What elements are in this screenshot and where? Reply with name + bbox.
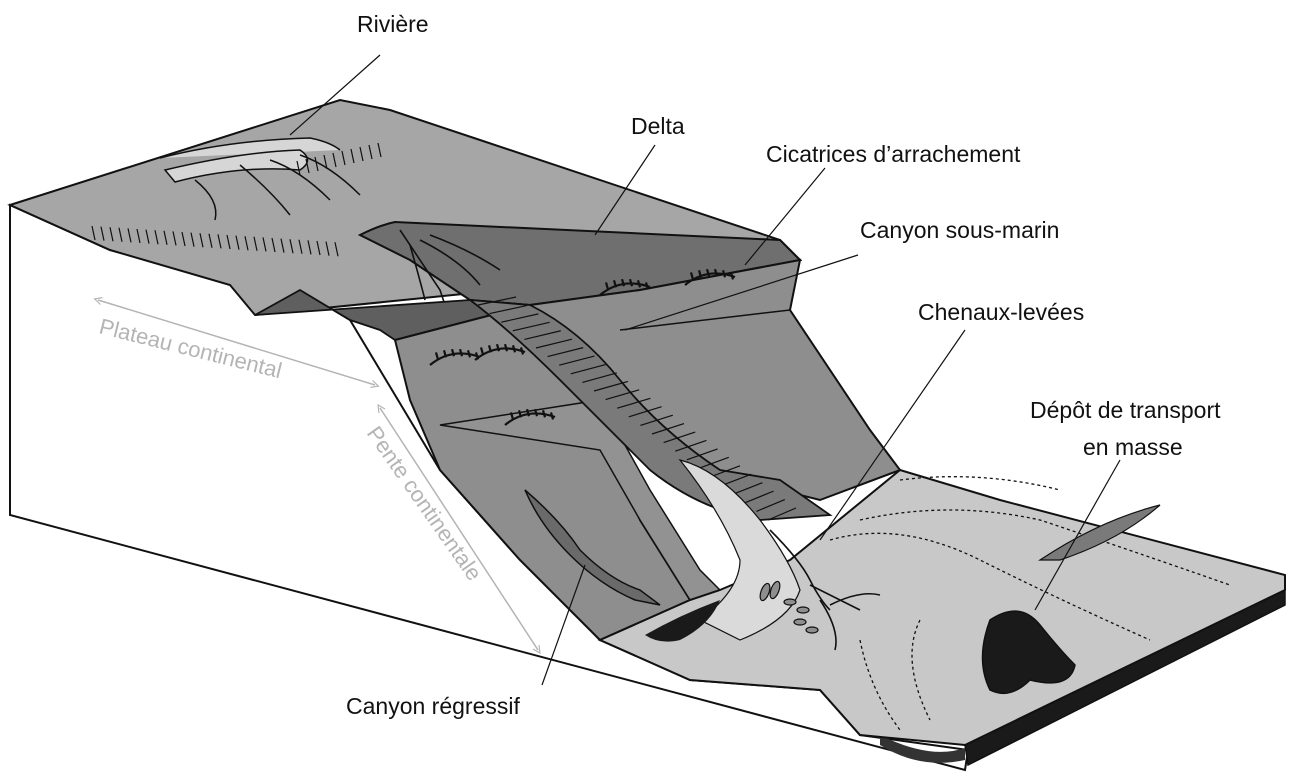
label-cicatrices: Cicatrices d’arrachement (766, 141, 1021, 167)
label-canyon-sous-marin: Canyon sous-marin (860, 217, 1059, 243)
label-canyon-regressif: Canyon régressif (346, 693, 520, 719)
label-depot-line2: en masse (1083, 434, 1183, 460)
label-chenaux-levees: Chenaux-levées (918, 299, 1084, 325)
label-depot-line1: Dépôt de transport (1030, 397, 1221, 423)
label-riviere: Rivière (357, 11, 429, 37)
label-delta: Delta (631, 113, 685, 139)
